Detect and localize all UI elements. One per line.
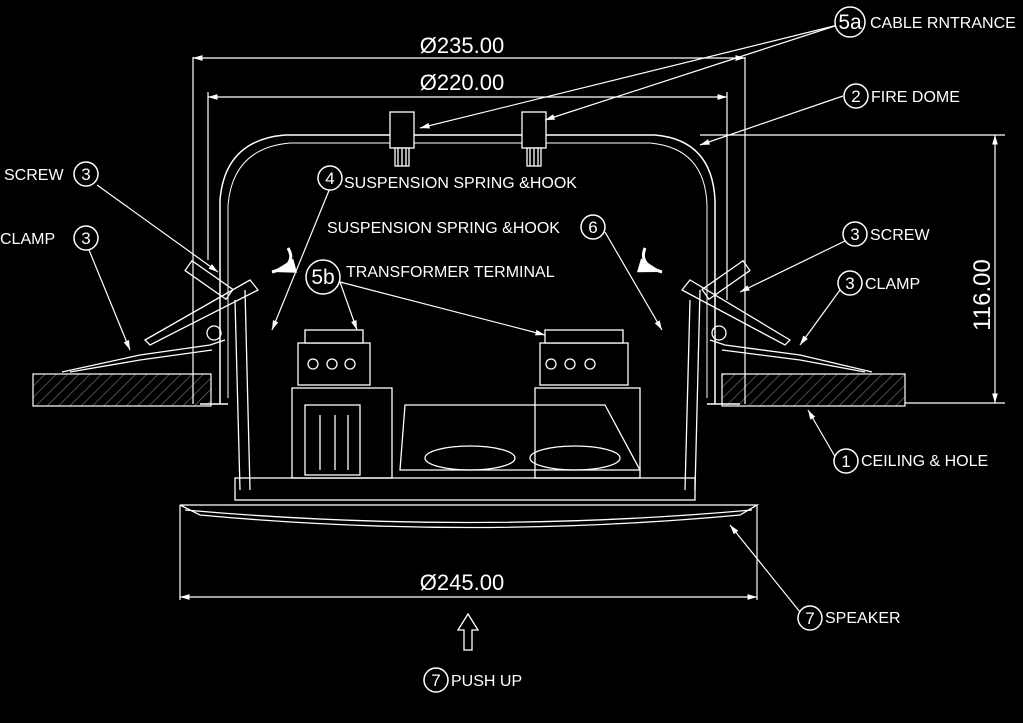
callout-number: 7 [431,671,440,690]
cable-entrance-block [389,111,547,167]
push-up-label: PUSH UP [451,673,522,690]
leader-lines [88,24,846,613]
callout-number: 2 [851,87,860,106]
push-up-arrow-icon [456,612,480,651]
speaker-diameter-label: Ø245.00 [420,570,504,595]
callout-number: 3 [850,225,859,244]
callout-number: 3 [845,274,854,293]
screw-left-label: SCREW [4,167,64,184]
clamp-left [61,259,260,491]
rotation-arrow-right [636,247,663,274]
speaker-body [179,404,760,529]
clamp-right [681,259,873,491]
callout-number: 5b [311,266,334,289]
callout-circles [73,6,869,693]
ceiling-hole-label: CEILING & HOLE [861,453,988,470]
rotation-arrow-left [271,247,298,274]
clamp-right-label: CLAMP [865,276,920,293]
callout-number: 4 [325,169,334,188]
fire-dome-outline [200,134,740,405]
ceiling-slab [32,373,906,407]
callout-number: 3 [81,229,90,248]
transformer-terminal-left [291,329,393,479]
height-label: 116.00 [969,259,996,331]
fire-dome-label: FIRE DOME [871,89,960,106]
callout-number: 7 [805,609,814,628]
dimension-lines [179,55,1005,600]
callout-number: 1 [841,452,850,471]
suspension-spring-label: SUSPENSION SPRING &HOOK [344,175,577,192]
transformer-terminal-label: TRANSFORMER TERMINAL [346,264,555,281]
callout-number: 5a [838,11,862,34]
cable-entrance-label: CABLE RNTRANCE [870,15,1016,32]
screw-right-label: SCREW [870,227,930,244]
callout-number: 3 [81,165,90,184]
outer-diameter-label: Ø235.00 [420,33,504,58]
suspension-spring-secondary-label: SUSPENSION SPRING &HOOK [327,220,560,237]
inner-diameter-label: Ø220.00 [420,70,504,95]
speaker-label: SPEAKER [825,610,901,627]
transformer-terminal-right [534,329,641,479]
clamp-left-label: CLAMP [0,231,55,248]
callout-number: 6 [588,218,597,237]
